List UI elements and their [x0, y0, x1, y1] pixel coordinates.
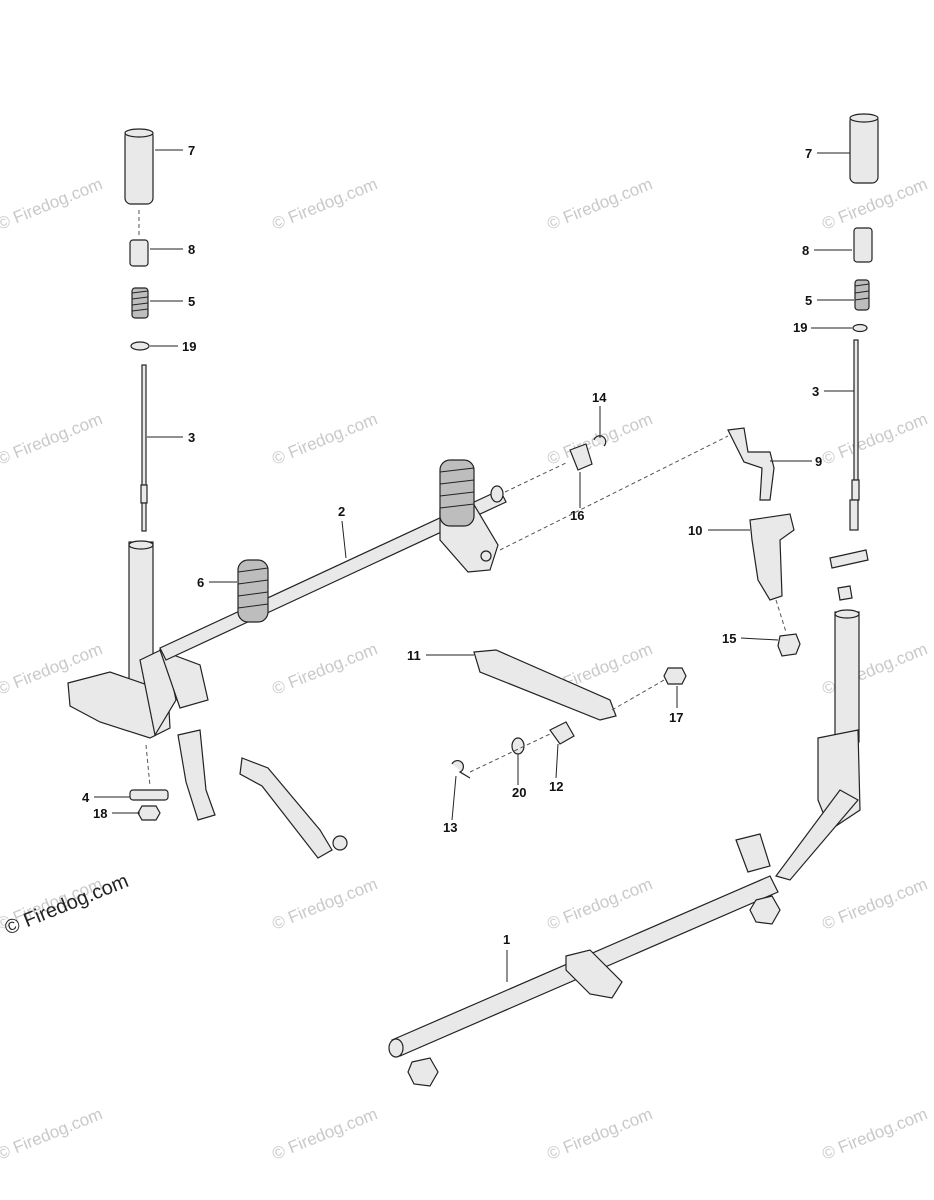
part-20-washer: [511, 737, 525, 755]
watermark-text: © Firedog.com: [544, 1104, 655, 1163]
part-12-pin: [549, 721, 575, 745]
left-handle-stack: [67, 128, 348, 859]
watermark-text: © Firedog.com: [819, 409, 930, 468]
callout-19-right: 19: [793, 320, 807, 335]
watermark-text: © Firedog.com: [819, 174, 930, 233]
right-pin: [829, 549, 869, 569]
part-6-spring-left: [237, 559, 269, 623]
watermark-text: © Firedog.com: [0, 409, 105, 468]
part-19-right-washer: [852, 323, 868, 333]
watermark-text: © Firedog.com: [269, 874, 380, 933]
watermark-text: © Firedog.com: [0, 1104, 105, 1163]
part-18-left-nut: [137, 805, 161, 821]
right-lever-upright: [834, 611, 860, 743]
part-5-right-spring: [854, 279, 870, 311]
part-15-nut: [777, 633, 801, 657]
part-11-link-plate: [473, 649, 617, 721]
callout-16: 16: [570, 508, 584, 523]
part-7-right-grip: [849, 114, 879, 184]
part-3-right-rod: [853, 339, 859, 481]
watermark-text: © Firedog.com: [819, 1104, 930, 1163]
callout-3-left: 3: [188, 430, 195, 445]
watermark-text: © Firedog.com: [544, 174, 655, 233]
callout-15: 15: [722, 631, 736, 646]
callout-12: 12: [549, 779, 563, 794]
right-handle-stack: [775, 113, 879, 881]
callout-13: 13: [443, 820, 457, 835]
callout-8-left: 8: [188, 242, 195, 257]
callout-18: 18: [93, 806, 107, 821]
part-14-clip: [593, 435, 607, 447]
callout-5-left: 5: [188, 294, 195, 309]
part-8-right-insert: [853, 227, 873, 263]
callout-11: 11: [407, 648, 421, 663]
part-4-left-pin: [129, 789, 169, 801]
lower-shaft-arm: [565, 949, 623, 999]
callout-4: 4: [82, 790, 90, 805]
callout-8-right: 8: [802, 243, 809, 258]
watermark-text: © Firedog.com: [269, 174, 380, 233]
watermark-text: © Firedog.com: [269, 409, 380, 468]
part-13-cotter-pin: [451, 760, 471, 779]
callout-layer: 7 8 5 19 3 2 6 14 16 9 10 15 11 17 4 18: [82, 143, 854, 982]
lower-shaft-bushing-left: [407, 1057, 439, 1087]
callout-9: 9: [815, 454, 822, 469]
part-9-link-rod: [727, 427, 775, 501]
watermark-text: © Firedog.com: [269, 639, 380, 698]
part-16-bushing: [569, 443, 593, 471]
part-7-left-grip: [124, 129, 154, 205]
callout-6: 6: [197, 575, 204, 590]
watermark-text: © Firedog.com: [819, 874, 930, 933]
watermark-text: © Firedog.com: [0, 174, 105, 233]
part-10-bracket: [749, 513, 795, 601]
part-19-left-washer: [130, 341, 150, 351]
left-lever-bracket: [67, 671, 171, 739]
part-3-left-rod: [141, 364, 147, 486]
callout-5-right: 5: [805, 293, 812, 308]
part-5-left-spring: [131, 287, 149, 319]
callout-7-left: 7: [188, 143, 195, 158]
callout-1: 1: [503, 932, 510, 947]
part-17-nut: [663, 667, 687, 685]
callout-14: 14: [592, 390, 607, 405]
callout-17: 17: [669, 710, 683, 725]
callout-3-right: 3: [812, 384, 819, 399]
watermark-text: © Firedog.com: [544, 874, 655, 933]
part-8-left-insert: [129, 239, 149, 267]
lower-cross-shaft: [388, 833, 781, 1087]
callout-7-right: 7: [805, 146, 812, 161]
part-6-spring-right: [439, 459, 475, 527]
left-linkage-arm: [177, 729, 216, 821]
callout-19-left: 19: [182, 339, 196, 354]
lower-shaft-bushing-right: [749, 895, 781, 925]
callout-2: 2: [338, 504, 345, 519]
callout-10: 10: [688, 523, 702, 538]
callout-20: 20: [512, 785, 526, 800]
watermark-text: © Firedog.com: [269, 1104, 380, 1163]
